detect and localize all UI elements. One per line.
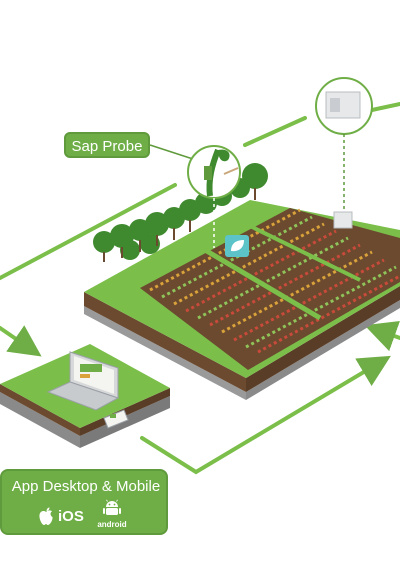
android-label: android (97, 520, 127, 529)
app-platform-box: App Desktop & Mobile iOS android (0, 469, 168, 535)
apple-icon (39, 507, 53, 525)
android-icon (103, 499, 121, 515)
leaf-sensor-icon (225, 235, 249, 257)
arrow-station-right (370, 102, 400, 112)
app-title: App Desktop & Mobile (11, 478, 161, 495)
sap-probe-callout (149, 144, 241, 248)
flow-arrows (0, 102, 400, 475)
arrow-left-down (0, 325, 42, 357)
sap-probe-label: Sap Probe (64, 132, 150, 158)
arrow-right-up (364, 321, 400, 352)
phone-icon (103, 409, 129, 429)
ios-label: iOS (58, 507, 84, 525)
laptop-icon (46, 351, 120, 411)
ios-badge: iOS (38, 504, 84, 528)
arrow-field-to-top (0, 183, 177, 280)
arrow-bottom-return (140, 355, 391, 475)
android-badge: android (94, 499, 130, 529)
weather-station-icon (315, 77, 373, 229)
arrow-to-station (243, 116, 307, 147)
